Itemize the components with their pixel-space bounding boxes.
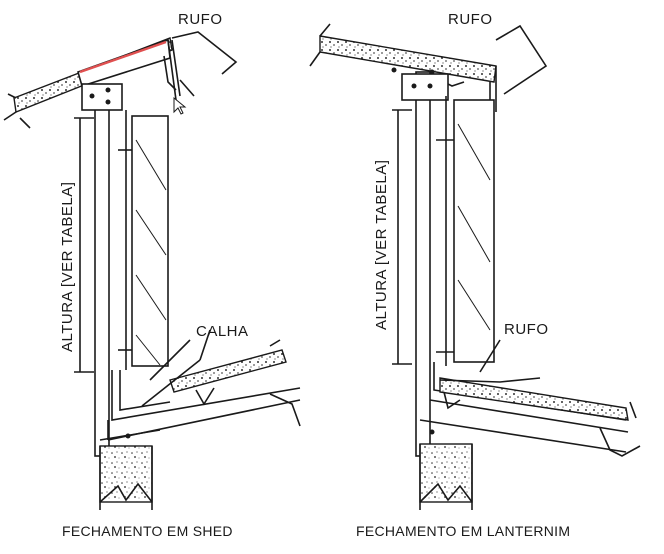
shed-concrete-column (99, 445, 153, 510)
shed-rufo-leader (171, 31, 238, 75)
right-caption: FECHAMENTO EM LANTERNIM (356, 523, 570, 539)
lanternim-rufo-top-leader (495, 24, 548, 95)
lanternim-lower-roof (419, 362, 641, 457)
left-calha-label: CALHA (196, 323, 249, 340)
shed-rufo-flashing (77, 38, 181, 101)
lanternim-post (401, 71, 449, 457)
left-altura-label: ALTURA [VER TABELA] (59, 182, 76, 352)
lanternim-roof-slab (309, 23, 497, 112)
lanternim-rufo-mid-leader (479, 339, 501, 373)
shed-louver-panel (118, 110, 169, 370)
right-rufo-top-label: RUFO (448, 11, 493, 28)
lanternim-detail (309, 23, 641, 510)
shed-post (81, 83, 123, 457)
shed-detail (3, 31, 301, 510)
shed-calha-leader (149, 339, 191, 381)
shed-cursor-mark (179, 79, 195, 97)
mouse-cursor-icon (173, 96, 187, 115)
shed-height-dimension (74, 117, 94, 373)
left-caption: FECHAMENTO EM SHED (62, 523, 233, 539)
lanternim-louver-panel (436, 96, 495, 366)
lanternim-height-dimension (392, 109, 412, 365)
right-altura-label: ALTURA [VER TABELA] (373, 160, 390, 330)
shed-gutter-calha (99, 329, 301, 441)
lanternim-concrete-column (419, 443, 473, 510)
left-rufo-label: RUFO (178, 11, 223, 28)
right-rufo-mid-label: RUFO (504, 321, 549, 338)
